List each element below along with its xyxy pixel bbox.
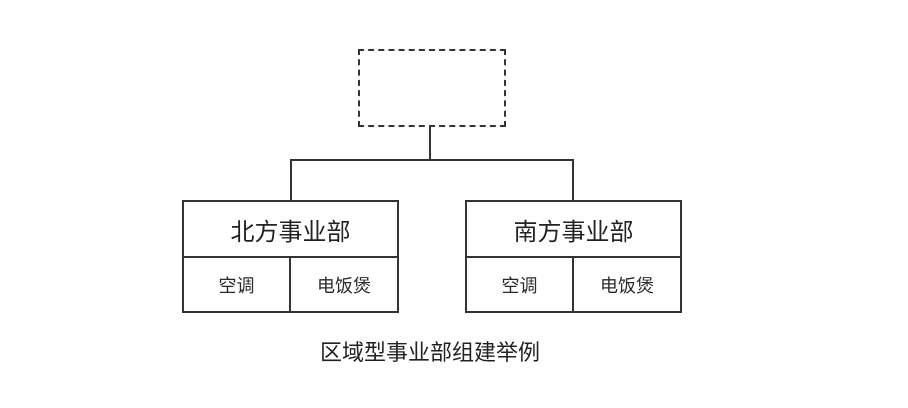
connector-horizontal: [290, 159, 574, 161]
north-division-box: 北方事业部 空调 电饭煲: [182, 200, 399, 313]
connector-vertical-north: [290, 159, 292, 201]
connector-vertical-top: [429, 127, 431, 160]
south-division-box: 南方事业部 空调 电饭煲: [465, 200, 682, 313]
north-product-air-conditioner: 空调: [184, 258, 291, 311]
north-division-title: 北方事业部: [184, 202, 397, 258]
south-product-air-conditioner: 空调: [467, 258, 574, 311]
diagram-caption: 区域型事业部组建举例: [319, 341, 540, 366]
south-product-rice-cooker: 电饭煲: [600, 275, 654, 297]
north-product-rice-cooker: 电饭煲: [317, 275, 371, 297]
top-level-placeholder-box: [358, 49, 506, 127]
south-division-title: 南方事业部: [467, 202, 680, 258]
connector-vertical-south: [572, 159, 574, 201]
